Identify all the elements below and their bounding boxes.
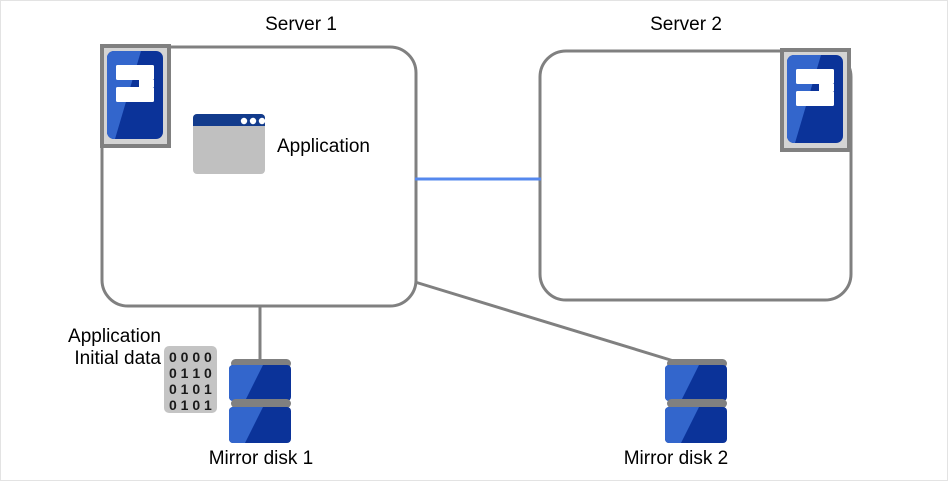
server-icon <box>780 48 851 152</box>
server1-title: Server 1 <box>265 14 337 35</box>
binary-row-0: 0 0 0 0 <box>169 349 212 365</box>
binary-data-icon <box>164 346 217 413</box>
server2-title: Server 2 <box>650 14 722 35</box>
server2-box[interactable] <box>538 49 853 302</box>
application-label: Application <box>277 136 370 157</box>
server1-box[interactable] <box>100 45 418 308</box>
disk-stack-icon <box>665 359 727 443</box>
connector-server1-mirrordisk2 <box>414 280 678 364</box>
binary-row-3: 0 1 0 1 <box>169 397 212 413</box>
binary-row-2: 0 1 0 1 <box>169 381 212 397</box>
initial-data-line-2: Initial data <box>74 348 161 370</box>
mirror-disk-1-label: Mirror disk 1 <box>208 448 314 469</box>
application-window-icon <box>193 114 266 174</box>
initial-data-line-1: Application <box>68 326 161 347</box>
server-icon <box>100 44 171 148</box>
initial-data-label: Application Initial data <box>31 326 161 371</box>
binary-row-1: 0 1 1 0 <box>169 365 212 381</box>
disk-stack-icon <box>229 359 291 443</box>
mirror-disk-2-label: Mirror disk 2 <box>623 448 729 469</box>
